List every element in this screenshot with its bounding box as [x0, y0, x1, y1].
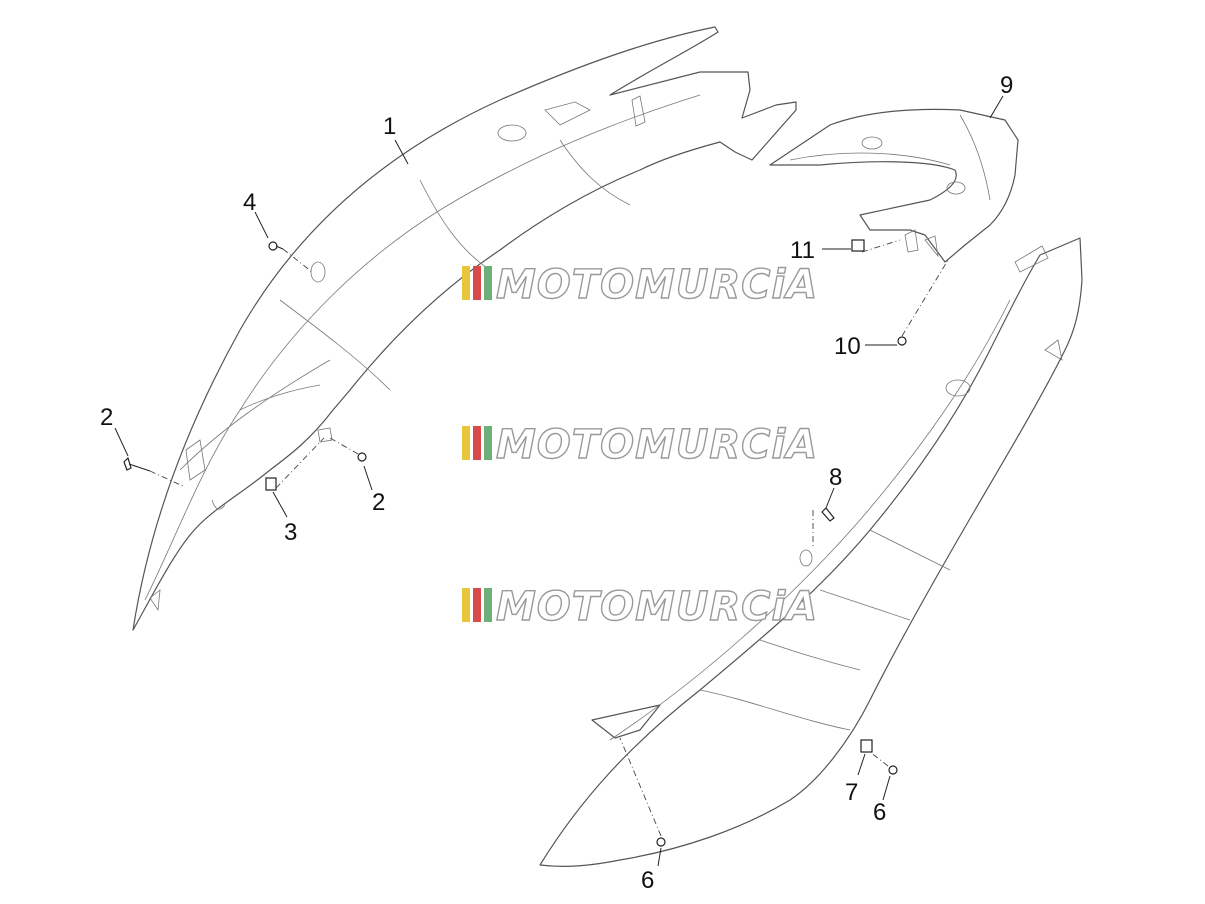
callout-3: 3: [284, 519, 297, 546]
screw-2-left: [123, 456, 132, 471]
callout-4: 4: [243, 189, 256, 216]
watermark-stripe: [473, 426, 481, 460]
screw-10: [897, 336, 907, 346]
screw-6-bottom: [656, 837, 666, 847]
watermark-text: MOTOMURCiA: [496, 262, 818, 308]
clip-11: [851, 239, 865, 252]
callout-6-bottom: 6: [641, 867, 654, 894]
callout-9: 9: [1000, 72, 1013, 99]
callout-7: 7: [845, 779, 858, 806]
callouts: 1 2 2 3 4 6 6 7 8 9 10 11: [100, 72, 1013, 894]
watermark-3: MOTOMURCiA: [462, 583, 818, 631]
screw-2-right: [357, 452, 367, 462]
fasteners: [123, 239, 949, 847]
watermark-stripe: [484, 588, 492, 622]
callout-10: 10: [834, 333, 861, 360]
callout-2-right: 2: [372, 489, 385, 516]
watermark-stripe: [473, 266, 481, 300]
watermark-stripe: [484, 266, 492, 300]
callout-8: 8: [829, 464, 842, 491]
callout-6-right: 6: [873, 799, 886, 826]
callout-2-left: 2: [100, 404, 113, 431]
screw-8: [821, 507, 835, 522]
callout-leaders: [114, 95, 1004, 867]
part-1-left-cover: [132, 26, 797, 631]
callout-11: 11: [790, 237, 815, 264]
watermark-stripe: [473, 588, 481, 622]
clip-3: [265, 477, 277, 491]
part-right-cover: [539, 237, 1083, 867]
watermark-2: MOTOMURCiA: [462, 421, 818, 469]
watermark-1: MOTOMURCiA: [462, 261, 818, 309]
watermark-text: MOTOMURCiA: [496, 584, 818, 630]
clip-7: [860, 739, 873, 753]
watermark-stripe: [462, 266, 470, 300]
watermark-stripe: [484, 426, 492, 460]
watermark-stripe: [462, 588, 470, 622]
watermark-stripe: [462, 426, 470, 460]
screw-6-right: [888, 765, 898, 775]
screw-4: [268, 241, 278, 251]
watermark-text: MOTOMURCiA: [496, 422, 818, 468]
part-9-tail-piece: [769, 108, 1019, 263]
callout-1: 1: [383, 113, 396, 140]
